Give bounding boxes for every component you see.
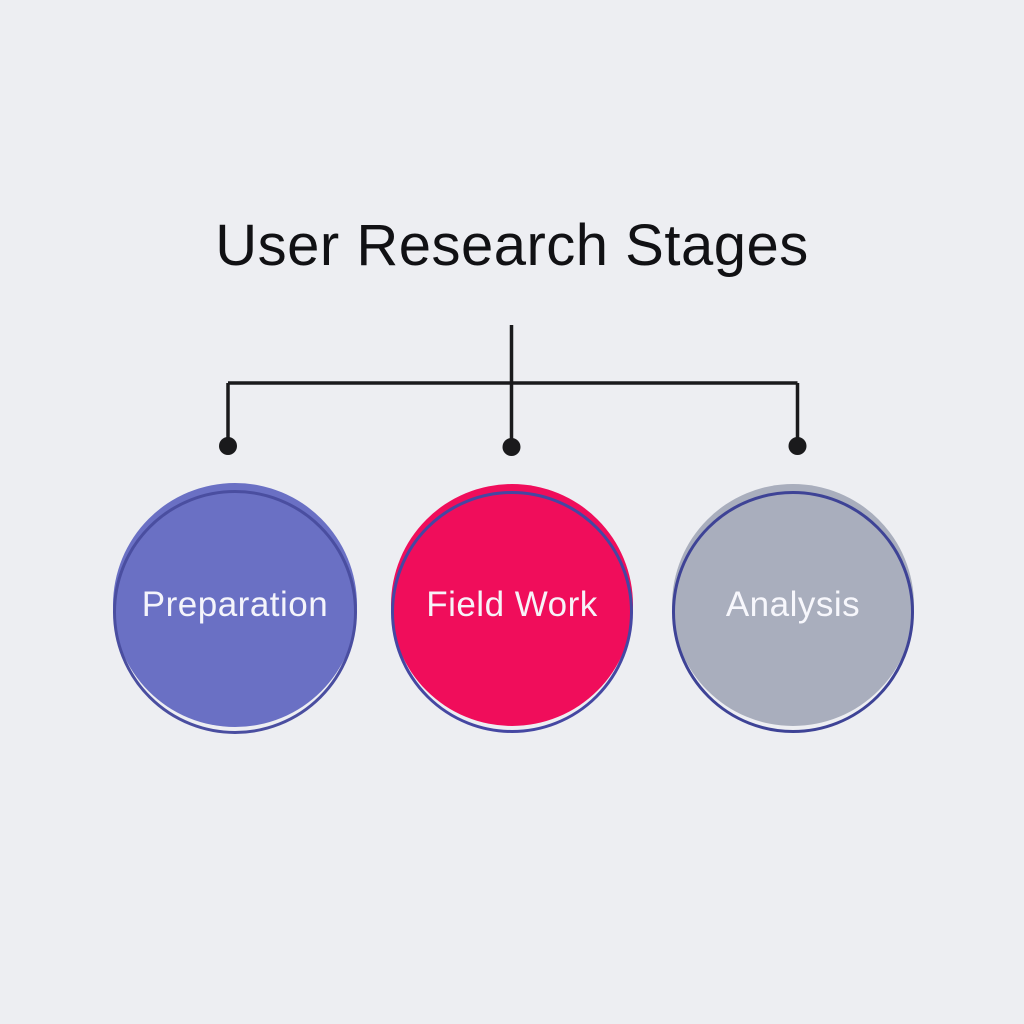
connector-right-dot [788, 437, 807, 455]
connector-center-dot [502, 438, 521, 456]
stage-preparation: Preparation [113, 483, 357, 734]
stage-preparation-label: Preparation [141, 585, 329, 624]
diagram-title: User Research Stages [215, 213, 809, 278]
stage-field-work-label: Field Work [426, 585, 598, 624]
stage-preparation-circle: Preparation [113, 483, 357, 727]
stage-analysis-label: Analysis [725, 585, 861, 624]
stage-field-work: Field Work [391, 484, 633, 733]
stage-field-work-circle: Field Work [391, 484, 633, 726]
stage-analysis-circle: Analysis [672, 484, 914, 726]
connector-left-dot [219, 437, 237, 455]
stage-analysis: Analysis [672, 484, 914, 733]
